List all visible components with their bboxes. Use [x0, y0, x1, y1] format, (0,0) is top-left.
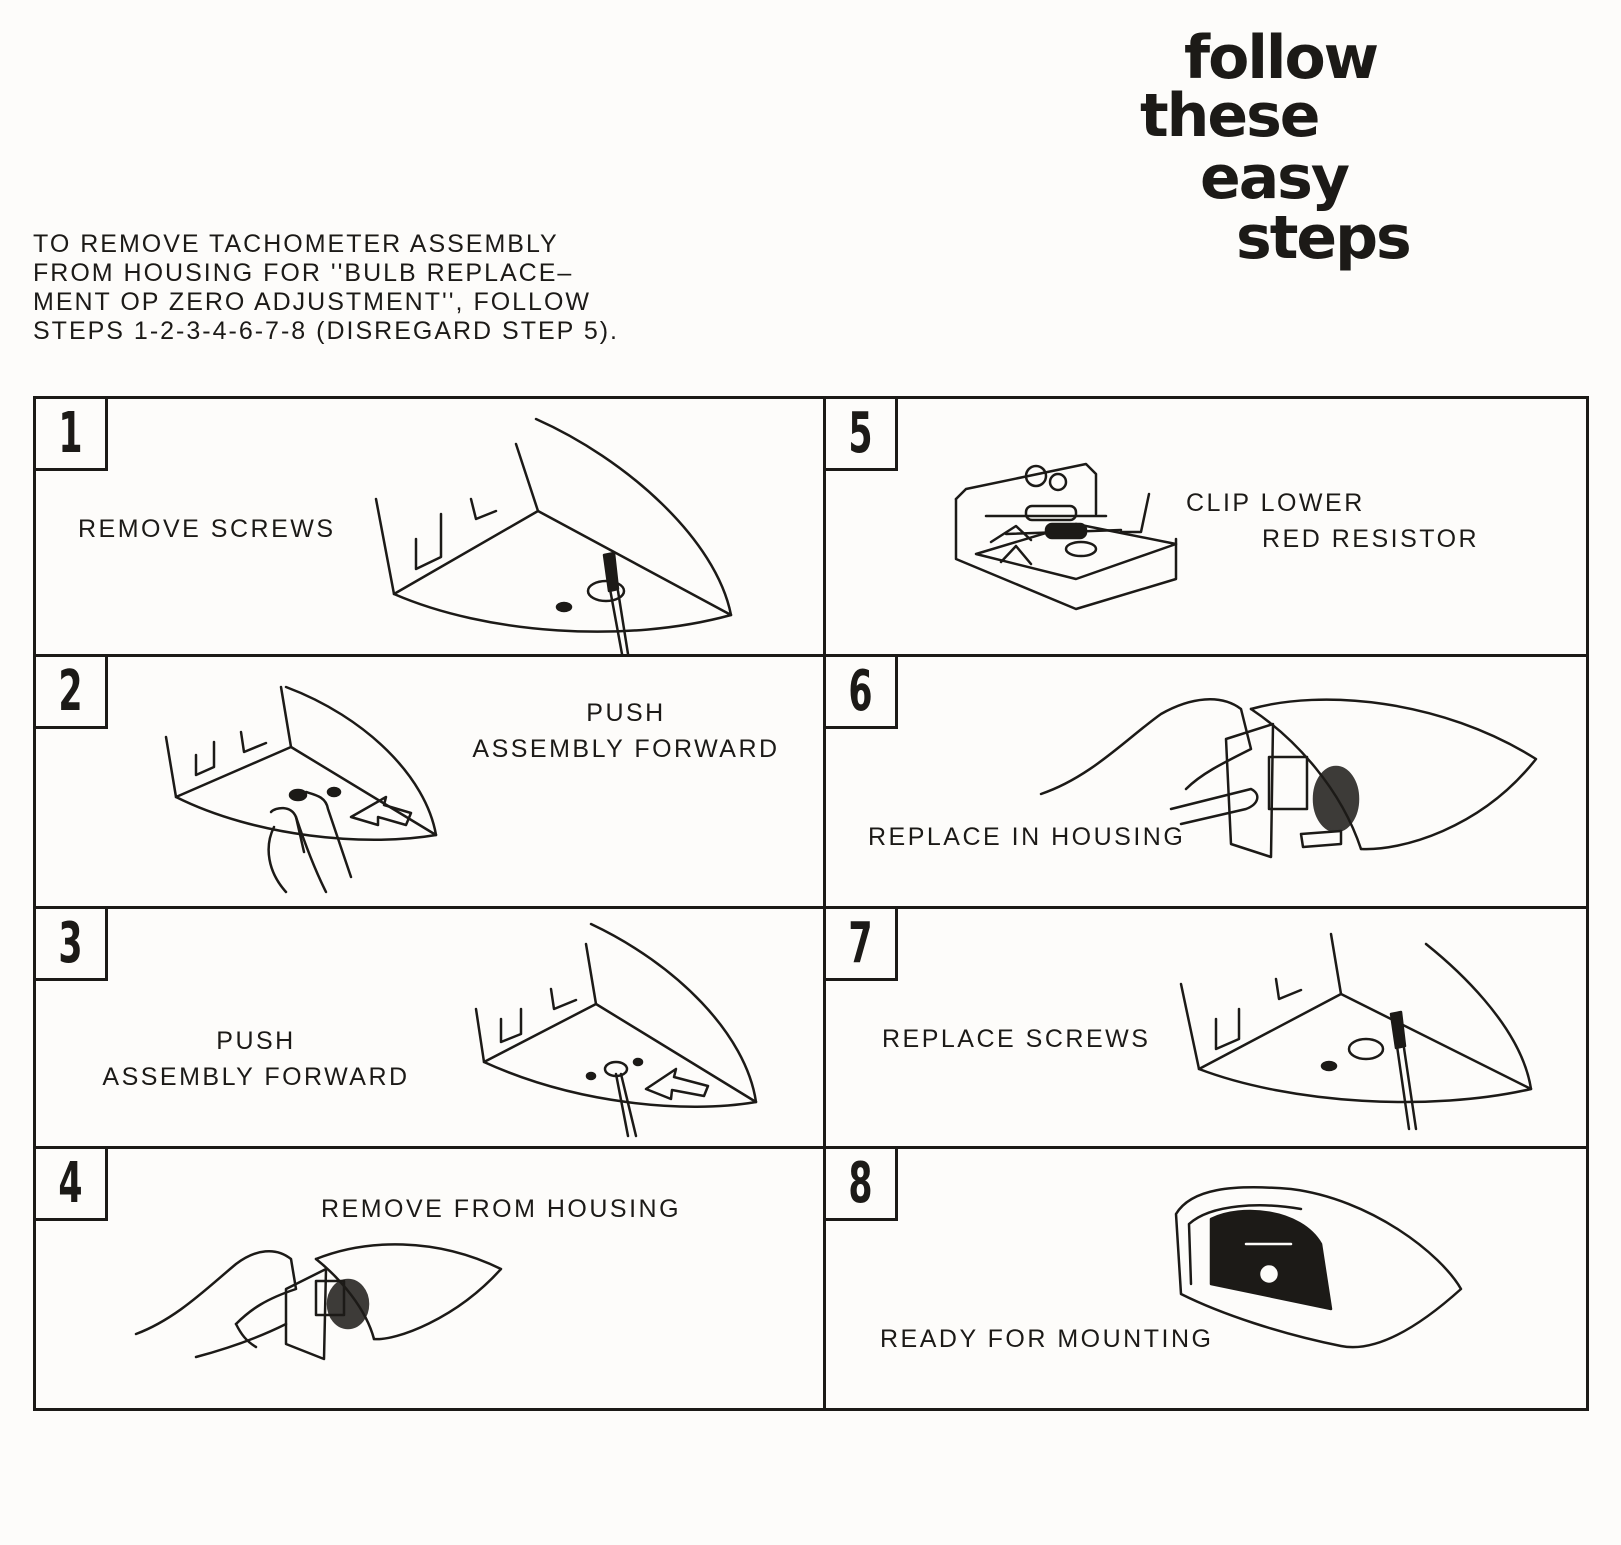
- push-assembly-illustration-3: [474, 922, 758, 1138]
- heading-line-1: follow: [1184, 23, 1379, 93]
- intro-text: TO REMOVE TACHOMETER ASSEMBLY FROM HOUSI…: [33, 230, 733, 346]
- step-panel-7: 7 REPLACE SCREWS: [826, 909, 1586, 1149]
- clip-resistor-illustration: [954, 462, 1178, 611]
- intro-line-4: STEPS 1-2-3-4-6-7-8 (DISREGARD STEP 5).: [33, 317, 620, 345]
- step-panel-8: 8 READY FOR MOUNTING: [826, 1149, 1586, 1408]
- step-number-5: 5: [826, 399, 898, 471]
- intro-line-1: TO REMOVE TACHOMETER ASSEMBLY: [33, 230, 559, 258]
- step-number-7: 7: [826, 909, 898, 981]
- step-caption-4: REMOVE FROM HOUSING: [321, 1195, 682, 1223]
- steps-grid: 1 REMOVE SCREWS 2 PUSH ASSEMBLY FORWARD: [33, 396, 1589, 1411]
- intro-line-3: MENT OP ZERO ADJUSTMENT'', FOLLOW: [33, 288, 592, 316]
- remove-screws-illustration: [374, 417, 733, 656]
- step-number-3: 3: [36, 909, 108, 981]
- step-caption-1: REMOVE SCREWS: [78, 515, 336, 543]
- step-caption-6: REPLACE IN HOUSING: [868, 823, 1186, 851]
- step-number-1: 1: [36, 399, 108, 471]
- ready-for-mounting-illustration: [1174, 1186, 1463, 1349]
- push-assembly-illustration-2: [164, 685, 438, 894]
- step-caption-7: REPLACE SCREWS: [882, 1025, 1151, 1053]
- intro-line-2: FROM HOUSING FOR ''BULB REPLACE–: [33, 259, 574, 287]
- heading-line-4: steps: [1236, 203, 1412, 273]
- step-number-8: 8: [826, 1149, 898, 1221]
- step-panel-4: 4 REMOVE FROM HOUSING: [36, 1149, 826, 1408]
- replace-in-housing-illustration: [1039, 698, 1538, 859]
- step-caption-8: READY FOR MOUNTING: [880, 1325, 1214, 1353]
- step-panel-5: 5 CLIP LOWER RED RESISTOR: [826, 399, 1586, 657]
- replace-screws-illustration: [1179, 932, 1533, 1131]
- step-caption-5: CLIP LOWER RED RESISTOR: [1186, 489, 1480, 553]
- step-caption-2: PUSH ASSEMBLY FORWARD: [472, 699, 780, 763]
- heading-line-2: these: [1140, 81, 1320, 151]
- step-panel-2: 2 PUSH ASSEMBLY FORWARD: [36, 657, 826, 909]
- step-number-6: 6: [826, 657, 898, 729]
- step-panel-3: 3 PUSH ASSEMBLY FORWARD: [36, 909, 826, 1149]
- step-panel-6: 6 REPLACE IN HOUSING: [826, 657, 1586, 909]
- step-number-4: 4: [36, 1149, 108, 1221]
- remove-from-housing-illustration: [134, 1243, 503, 1361]
- step-number-2: 2: [36, 657, 108, 729]
- step-panel-1: 1 REMOVE SCREWS: [36, 399, 826, 657]
- heading-line-3: easy: [1200, 143, 1350, 213]
- step-caption-3: PUSH ASSEMBLY FORWARD: [102, 1027, 410, 1091]
